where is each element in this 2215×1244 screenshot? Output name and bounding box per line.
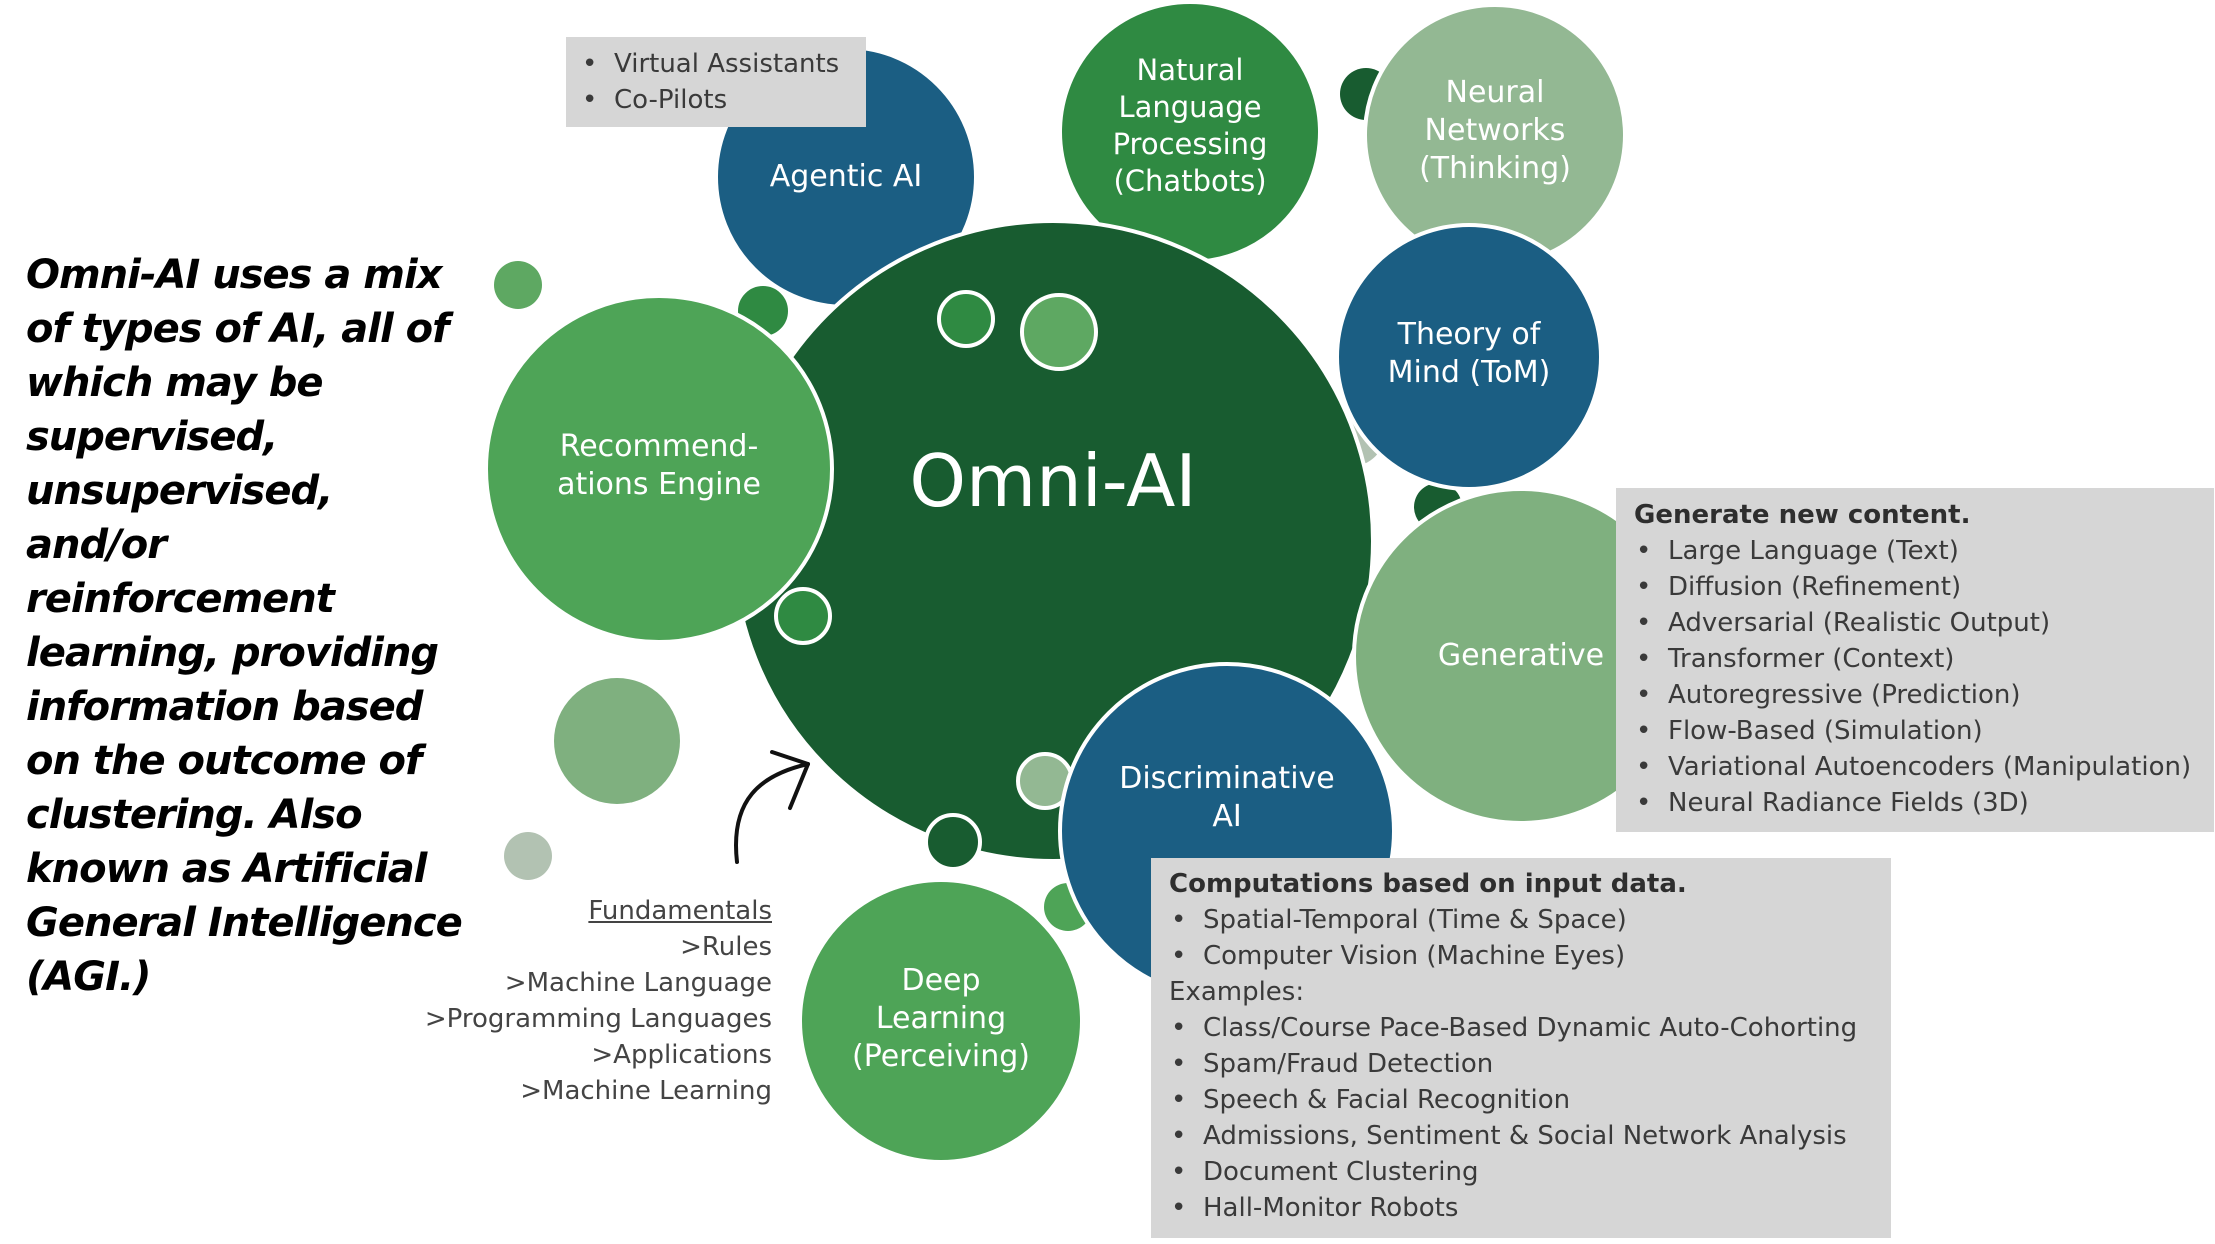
nlp-line: Natural — [1136, 53, 1244, 87]
recommendations-engine-circle — [484, 294, 834, 644]
fundamentals-title: Fundamentals — [588, 896, 772, 926]
deep-line: Learning — [875, 1001, 1007, 1036]
fundamentals-item: >Applications — [591, 1040, 772, 1070]
list-item: Transformer (Context) — [1634, 641, 2214, 677]
agentic-ai-text: Agentic AI — [769, 159, 923, 195]
neural-line: Networks — [1424, 113, 1566, 148]
list-item: Hall-Monitor Robots — [1169, 1190, 1891, 1226]
curved-arrow — [734, 762, 810, 864]
dot-bubble — [924, 813, 982, 871]
nlp-line: Language — [1118, 90, 1262, 124]
deep-line: (Perceiving) — [852, 1039, 1030, 1074]
list-item: Adversarial (Realistic Output) — [1634, 605, 2214, 641]
recommendations-engine-label: Recommend- ations Engine — [519, 428, 799, 504]
examples-label: Examples: — [1169, 977, 1305, 1007]
deep-line: Deep — [901, 963, 981, 998]
discriminative-ai-label: Discriminative AI — [1102, 760, 1352, 836]
list-item: Variational Autoencoders (Manipulation) — [1634, 749, 2214, 785]
tom-line: Theory of — [1397, 317, 1541, 352]
generative-list: Large Language (Text) Diffusion (Refinem… — [1634, 533, 2214, 821]
neural-networks-label: Neural Networks (Thinking) — [1375, 74, 1615, 188]
list-item: Virtual Assistants — [580, 46, 866, 82]
omni-ai-label: Omni-AI — [853, 421, 1253, 541]
list-item: Spatial-Temporal (Time & Space) — [1169, 902, 1891, 938]
discriminative-list: Spatial-Temporal (Time & Space) Computer… — [1169, 902, 1891, 974]
list-item: Diffusion (Refinement) — [1634, 569, 2214, 605]
list-item: Autoregressive (Prediction) — [1634, 677, 2214, 713]
agentic-examples-box: Virtual Assistants Co-Pilots — [566, 37, 866, 127]
fundamentals-item: >Machine Language — [504, 968, 772, 998]
nlp-line: Processing — [1112, 127, 1268, 161]
discriminative-line: AI — [1212, 799, 1242, 834]
list-item: Speech & Facial Recognition — [1169, 1082, 1891, 1118]
agentic-ai-label: Agentic AI — [736, 147, 956, 207]
fundamentals-item: >Rules — [680, 932, 772, 962]
generative-label: Generative — [1416, 633, 1626, 679]
list-item: Large Language (Text) — [1634, 533, 2214, 569]
list-item: Admissions, Sentiment & Social Network A… — [1169, 1118, 1891, 1154]
discriminative-box-heading: Computations based on input data. — [1169, 869, 1687, 899]
discriminative-line: Discriminative — [1119, 761, 1335, 796]
tom-line: Mind (ToM) — [1387, 355, 1551, 390]
fundamentals-list: Fundamentals >Rules >Machine Language >P… — [400, 893, 772, 1109]
list-item: Class/Course Pace-Based Dynamic Auto-Coh… — [1169, 1010, 1891, 1046]
recommend-line: Recommend- — [559, 429, 759, 464]
generative-box-heading: Generate new content. — [1634, 500, 1971, 530]
nlp-line: (Chatbots) — [1113, 164, 1267, 198]
omni-ai-text: Omni-AI — [909, 439, 1197, 523]
dot-bubble — [554, 678, 680, 804]
arrow-head — [770, 750, 810, 810]
list-item: Spam/Fraud Detection — [1169, 1046, 1891, 1082]
intro-paragraph: Omni-AI uses a mix of types of AI, all o… — [26, 252, 463, 1000]
dot-bubble — [774, 587, 832, 645]
nlp-label: Natural Language Processing (Chatbots) — [1070, 52, 1310, 200]
list-item: Document Clustering — [1169, 1154, 1891, 1190]
dot-bubble — [494, 261, 542, 309]
generative-details-box: Generate new content. Large Language (Te… — [1616, 488, 2214, 832]
list-item: Co-Pilots — [580, 82, 866, 118]
agentic-examples-list: Virtual Assistants Co-Pilots — [580, 46, 866, 118]
dot-bubble — [1020, 293, 1098, 371]
generative-text: Generative — [1437, 638, 1605, 674]
theory-of-mind-circle — [1335, 223, 1603, 491]
recommend-line: ations Engine — [557, 467, 761, 502]
dot-bubble — [937, 290, 995, 348]
discriminative-details-box: Computations based on input data. Spatia… — [1151, 858, 1891, 1238]
list-item: Computer Vision (Machine Eyes) — [1169, 938, 1891, 974]
neural-line: (Thinking) — [1419, 151, 1571, 186]
list-item: Neural Radiance Fields (3D) — [1634, 785, 2214, 821]
list-item: Flow-Based (Simulation) — [1634, 713, 2214, 749]
examples-list: Class/Course Pace-Based Dynamic Auto-Coh… — [1169, 1010, 1891, 1226]
fundamentals-item: >Programming Languages — [424, 1004, 772, 1034]
fundamentals-item: >Machine Learning — [520, 1076, 772, 1106]
neural-line: Neural — [1445, 75, 1545, 110]
deep-learning-circle — [798, 878, 1084, 1164]
dot-bubble — [504, 832, 552, 880]
deep-learning-label: Deep Learning (Perceiving) — [821, 962, 1061, 1076]
theory-of-mind-label: Theory of Mind (ToM) — [1349, 316, 1589, 392]
